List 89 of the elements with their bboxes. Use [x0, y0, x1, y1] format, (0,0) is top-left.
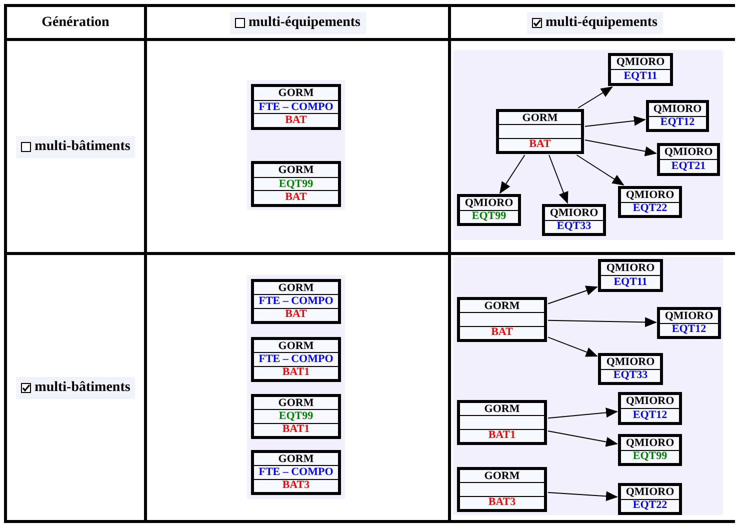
class-box — [251, 450, 341, 495]
class-box — [618, 186, 682, 218]
attribute-text: EQT99 — [632, 451, 668, 462]
class-name: QMIORO — [550, 208, 598, 219]
arrow — [548, 491, 618, 502]
class-box — [251, 84, 341, 130]
class-name: QMIORO — [616, 57, 665, 68]
header-label: multi-équipements — [248, 14, 360, 30]
arrow — [578, 86, 613, 108]
attribute-text: EQT22 — [632, 203, 668, 214]
attribute-text: FTE – COMPO — [258, 466, 334, 478]
arrow — [548, 317, 657, 328]
attribute-text: BAT — [285, 115, 307, 126]
attribute-text: BAT3 — [282, 480, 310, 492]
attribute-text: BAT — [529, 139, 551, 150]
attribute-text: BAT3 — [488, 497, 516, 508]
attribute-text: EQT33 — [556, 221, 592, 232]
arrow — [584, 139, 657, 156]
arrow — [576, 154, 624, 186]
class-name: QMIORO — [464, 198, 514, 209]
class-box — [618, 392, 682, 425]
class-name: GORM — [522, 112, 558, 124]
arrow — [548, 336, 598, 357]
class-box — [542, 204, 606, 236]
class-box — [457, 297, 547, 342]
attribute-text: BAT — [285, 309, 307, 320]
header-label: multi-équipements — [546, 14, 658, 30]
class-name: QMIORO — [626, 396, 674, 407]
class-name: GORM — [278, 88, 314, 99]
class-box — [251, 337, 341, 382]
attribute-text: BAT1 — [282, 367, 310, 378]
header-label: multi-bâtiments — [34, 380, 130, 396]
class-box — [598, 259, 663, 292]
arrow — [548, 154, 568, 204]
attribute-text: FTE – COMPO — [258, 296, 334, 307]
attribute-text: EQT11 — [624, 71, 658, 82]
attribute-text: EQT12 — [660, 117, 695, 128]
attribute-text: BAT1 — [488, 430, 516, 442]
class-name: QMIORO — [626, 438, 674, 449]
class-box — [457, 400, 547, 445]
class-name: QMIORO — [626, 190, 674, 201]
attribute-text: EQT99 — [472, 211, 506, 222]
class-name: QMIORO — [606, 356, 655, 368]
attribute-text: EQT33 — [613, 370, 648, 382]
arrow — [500, 154, 526, 194]
attribute-text: EQT99 — [278, 410, 314, 422]
attribute-text: FTE – COMPO — [258, 354, 334, 365]
class-box — [251, 279, 341, 324]
class-name: GORM — [278, 282, 314, 294]
arrow — [548, 286, 598, 304]
class-name: GORM — [484, 470, 520, 482]
header-label: multi-bâtiments — [34, 138, 130, 154]
class-name: QMIORO — [626, 486, 674, 498]
class-box — [251, 394, 341, 439]
class-name: QMIORO — [653, 104, 702, 115]
class-name: GORM — [278, 454, 314, 465]
class-box — [657, 143, 720, 176]
class-box — [618, 483, 682, 515]
attribute-text: BAT — [285, 192, 307, 204]
class-box — [608, 53, 673, 86]
attribute-text: EQT21 — [671, 161, 706, 172]
attribute-text: BAT1 — [282, 424, 310, 436]
attribute-text: EQT12 — [632, 410, 668, 421]
class-name: GORM — [278, 340, 314, 352]
class-name: GORM — [278, 164, 314, 176]
arrow — [548, 430, 618, 447]
class-name: QMIORO — [606, 263, 655, 274]
attribute-text: EQT99 — [278, 178, 314, 190]
attribute-text: FTE – COMPO — [258, 102, 334, 112]
class-name: QMIORO — [664, 147, 713, 158]
attribute-text: EQT11 — [614, 277, 648, 288]
class-box — [646, 100, 709, 132]
class-box — [457, 194, 521, 226]
attribute-text: BAT — [491, 327, 513, 338]
class-name: QMIORO — [664, 310, 714, 322]
arrow — [584, 116, 646, 127]
class-box — [598, 353, 663, 385]
header-label: Génération — [42, 14, 110, 30]
attribute-text: EQT12 — [672, 324, 706, 336]
class-name: GORM — [278, 398, 314, 409]
class-box — [496, 109, 584, 154]
arrow — [548, 408, 618, 419]
class-name: GORM — [484, 300, 520, 312]
class-box — [657, 307, 721, 339]
class-box — [618, 434, 682, 466]
class-box — [457, 467, 547, 512]
class-box — [251, 161, 341, 207]
attribute-text: EQT22 — [632, 500, 668, 512]
class-name: GORM — [484, 404, 520, 415]
